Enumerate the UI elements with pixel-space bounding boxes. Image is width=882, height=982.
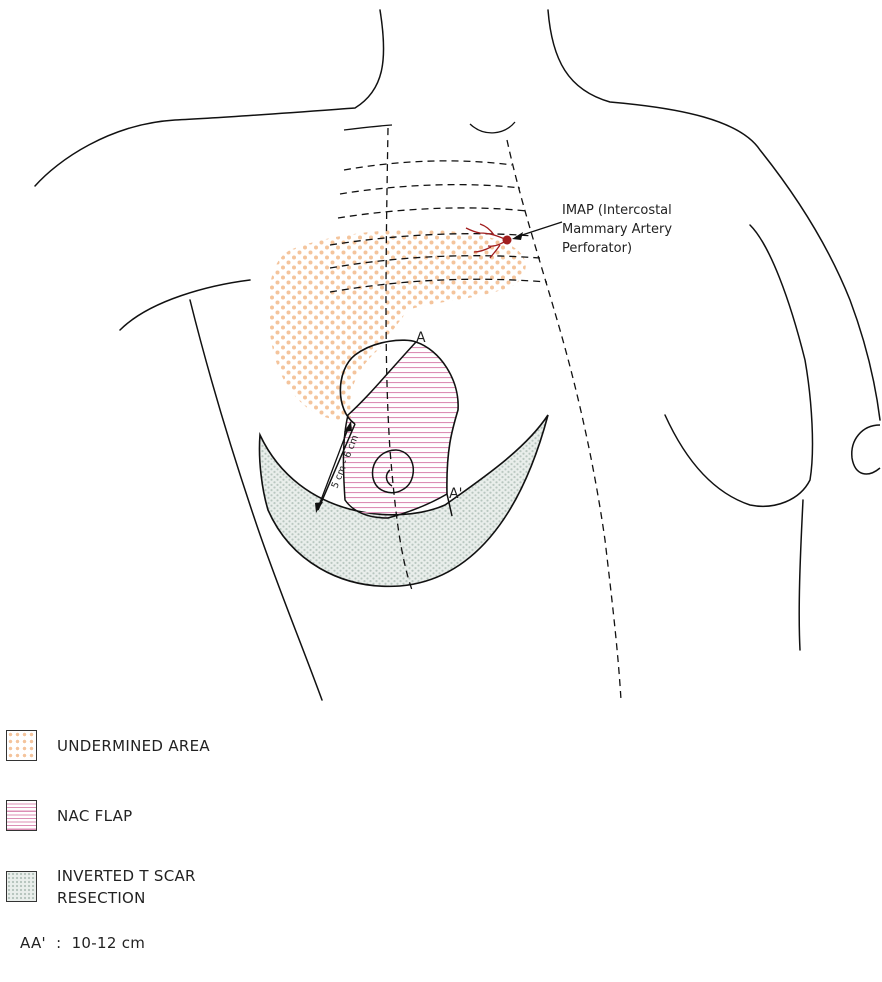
legend-label: INVERTED T SCAR <box>57 865 196 887</box>
imap-arrow <box>512 222 562 240</box>
legend-item-nac-flap: NAC FLAP <box>6 800 133 831</box>
legend-item-scar: INVERTED T SCAR RESECTION <box>6 871 196 909</box>
imap-label-line1: IMAP (Intercostal <box>562 203 672 218</box>
point-a-prime-label: A' <box>449 486 462 502</box>
nac-flap-swatch <box>6 800 37 831</box>
legend-label: RESECTION <box>57 887 196 909</box>
imap-label-line2: Mammary Artery <box>562 222 672 237</box>
body-outline <box>35 10 880 700</box>
breast-reduction-diagram: 5 cm - 6 cm IMAP (Intercostal Mammary Ar… <box>0 0 882 720</box>
legend-label: UNDERMINED AREA <box>57 735 210 757</box>
aa-measurement: AA' : 10-12 cm <box>20 934 145 952</box>
imap-point <box>503 236 512 245</box>
sternal-notch <box>344 122 515 133</box>
undermined-swatch <box>6 730 37 761</box>
right-nipple <box>852 425 880 474</box>
legend-item-undermined: UNDERMINED AREA <box>6 730 210 761</box>
legend-label: NAC FLAP <box>57 805 133 827</box>
point-a-label: A <box>416 330 426 346</box>
imap-label-line3: Perforator) <box>562 241 632 256</box>
scar-swatch <box>6 871 37 902</box>
